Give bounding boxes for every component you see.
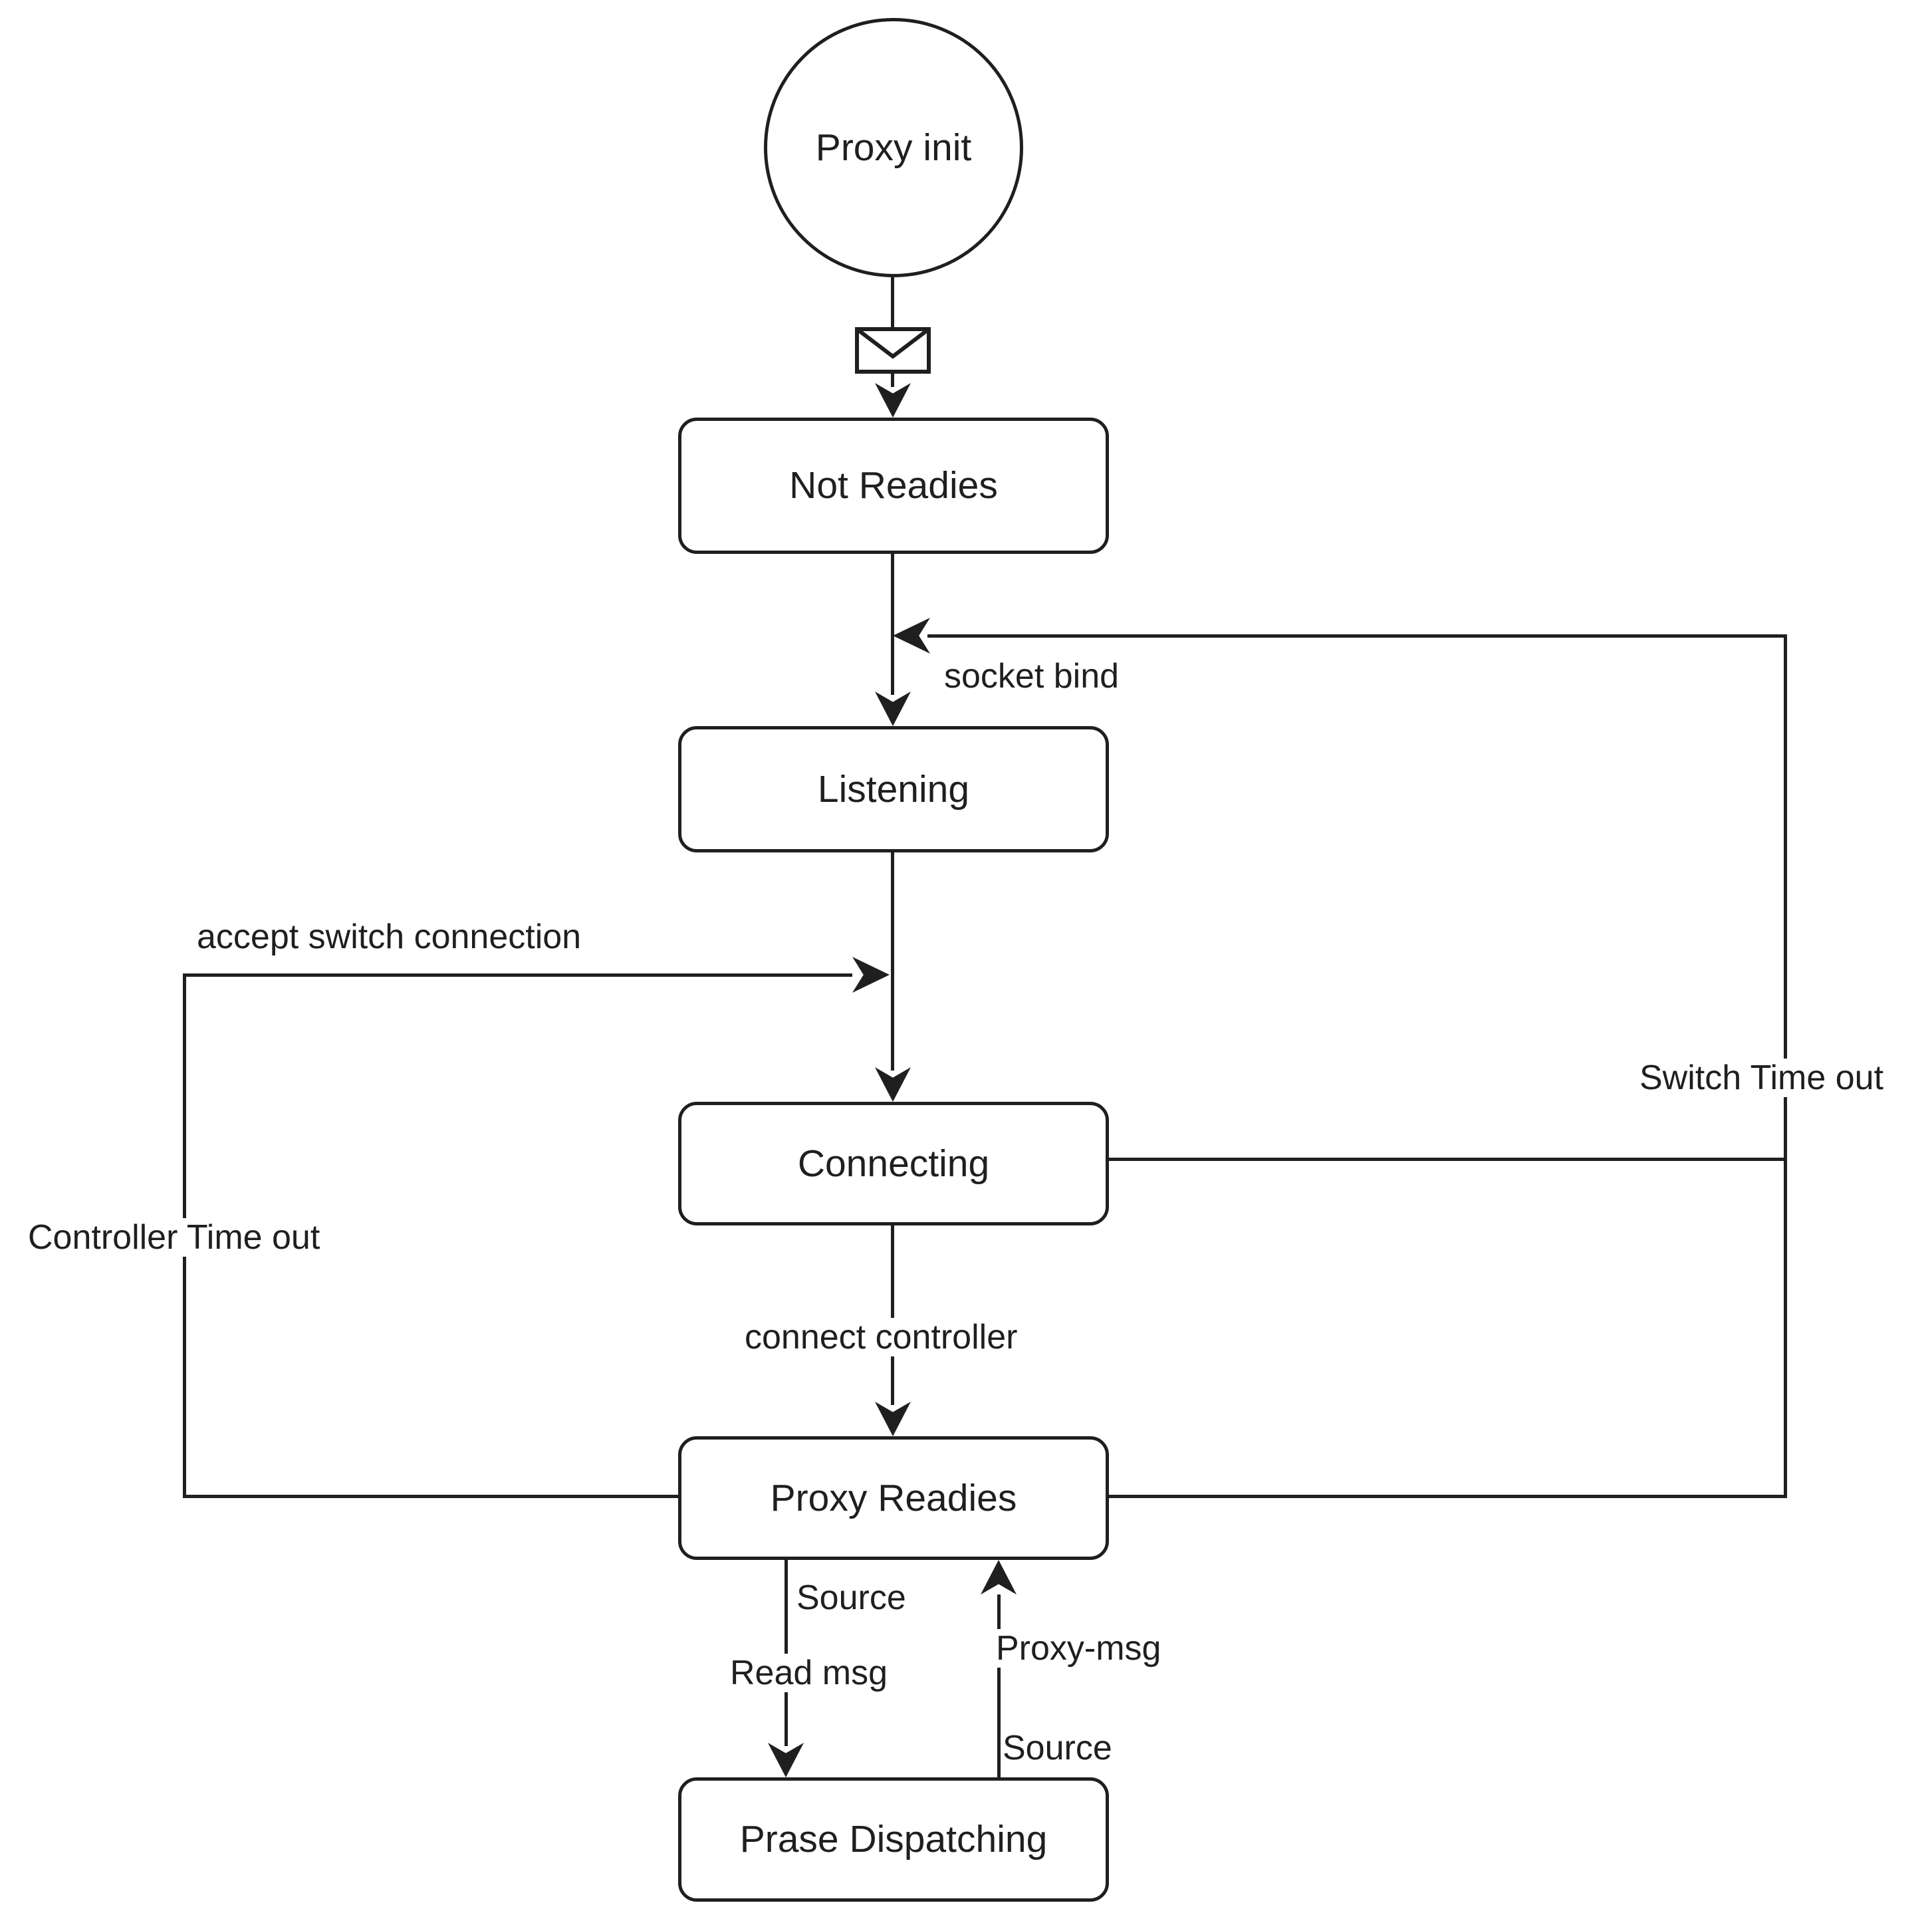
edge-proxy-msg-line: [997, 1594, 1001, 1777]
edge-switch-timeout-hline-connecting: [1109, 1158, 1787, 1161]
edge-controller-timeout-hline-bottom: [183, 1495, 678, 1498]
node-listening: Listening: [678, 726, 1109, 852]
edge-label-source-up: Source: [1003, 1729, 1112, 1767]
node-proxy-readies: Proxy Readies: [678, 1436, 1109, 1560]
node-connecting-label: Connecting: [797, 1142, 990, 1185]
edge-accept-switch-line: [891, 852, 894, 1071]
edge-controller-timeout-hline-top: [183, 973, 852, 977]
init-arrowhead-icon: [875, 383, 911, 418]
edge-label-socket-bind: socket bind: [944, 657, 1120, 696]
proxy-msg-arrowhead-icon: [981, 1560, 1017, 1594]
edge-label-switch-time-out: Switch Time out: [1634, 1059, 1889, 1097]
node-proxy-init: Proxy init: [764, 18, 1023, 277]
node-prase-dispatching-label: Prase Dispatching: [739, 1818, 1048, 1861]
node-not-readies: Not Readies: [678, 418, 1109, 554]
connect-controller-arrowhead-icon: [875, 1402, 911, 1436]
socket-bind-arrowhead-icon: [875, 692, 911, 726]
node-proxy-init-label: Proxy init: [815, 126, 972, 169]
edge-switch-timeout-hline-top: [927, 634, 1787, 638]
edge-socket-bind-line: [891, 554, 894, 695]
edge-read-msg-line: [785, 1560, 788, 1746]
node-not-readies-label: Not Readies: [789, 464, 998, 507]
edge-label-connect-controller: connect controller: [739, 1318, 1023, 1356]
edge-label-controller-time-out: Controller Time out: [23, 1218, 326, 1257]
node-connecting: Connecting: [678, 1102, 1109, 1225]
edge-switch-timeout-hline-bottom: [1109, 1495, 1787, 1498]
edge-label-read-msg: Read msg: [725, 1654, 893, 1692]
envelope-icon: [855, 327, 931, 374]
edge-label-source-down: Source: [796, 1579, 906, 1617]
edge-label-proxy-msg: Proxy-msg: [991, 1629, 1167, 1668]
node-proxy-readies-label: Proxy Readies: [770, 1476, 1017, 1519]
controller-timeout-arrowhead-icon: [852, 957, 890, 993]
edge-connect-controller-line: [891, 1225, 894, 1405]
switch-timeout-arrowhead-icon: [893, 618, 930, 654]
node-listening-label: Listening: [817, 767, 970, 811]
read-msg-arrowhead-icon: [768, 1743, 804, 1777]
accept-switch-arrowhead-icon: [875, 1067, 911, 1102]
edge-init-line-bottom: [891, 372, 894, 387]
edge-init-line-top: [891, 276, 894, 329]
edge-label-accept-switch-connection: accept switch connection: [197, 918, 582, 956]
node-prase-dispatching: Prase Dispatching: [678, 1777, 1109, 1902]
